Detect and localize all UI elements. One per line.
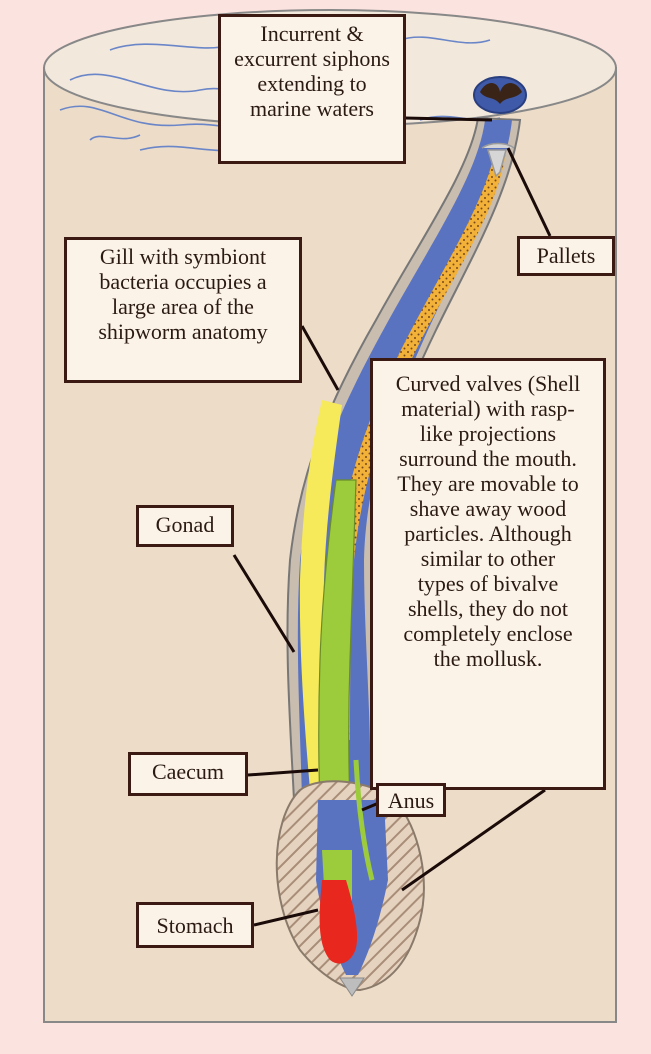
label-caecum: Caecum bbox=[128, 752, 248, 796]
label-siphons-line-4: marine waters bbox=[227, 96, 397, 121]
label-gill-line-2: bacteria occupies a bbox=[73, 269, 293, 294]
label-siphons-line-2: excurrent siphons bbox=[227, 46, 397, 71]
label-valves-line-1: Curved valves (Shell bbox=[379, 371, 597, 396]
label-siphons-line-1: Incurrent & bbox=[227, 21, 397, 46]
label-valves-line-9: types of bivalve bbox=[379, 571, 597, 596]
label-valves: Curved valves (Shell material) with rasp… bbox=[370, 358, 606, 790]
label-valves-line-10: shells, they do not bbox=[379, 596, 597, 621]
label-valves-line-12: the mollusk. bbox=[379, 646, 597, 671]
label-siphons-line-3: extending to bbox=[227, 71, 397, 96]
label-valves-line-4: surround the mouth. bbox=[379, 446, 597, 471]
label-valves-line-6: shave away wood bbox=[379, 496, 597, 521]
label-anus: Anus bbox=[376, 783, 446, 817]
label-gonad-text: Gonad bbox=[145, 512, 225, 537]
label-gill: Gill with symbiont bacteria occupies a l… bbox=[64, 237, 302, 383]
label-valves-line-11: completely enclose bbox=[379, 621, 597, 646]
label-caecum-text: Caecum bbox=[137, 759, 239, 784]
label-pallets-text: Pallets bbox=[526, 243, 606, 268]
label-stomach: Stomach bbox=[136, 902, 254, 948]
label-stomach-text: Stomach bbox=[145, 913, 245, 938]
label-valves-line-7: particles. Although bbox=[379, 521, 597, 546]
label-valves-line-2: material) with rasp- bbox=[379, 396, 597, 421]
label-gill-line-1: Gill with symbiont bbox=[73, 244, 293, 269]
label-gill-line-3: large area of the bbox=[73, 294, 293, 319]
label-siphons: Incurrent & excurrent siphons extending … bbox=[218, 14, 406, 164]
label-valves-line-5: They are movable to bbox=[379, 471, 597, 496]
label-gonad: Gonad bbox=[136, 505, 234, 547]
label-valves-line-8: similar to other bbox=[379, 546, 597, 571]
label-anus-text: Anus bbox=[383, 788, 439, 813]
label-gill-line-4: shipworm anatomy bbox=[73, 319, 293, 344]
label-valves-line-3: like projections bbox=[379, 421, 597, 446]
label-pallets: Pallets bbox=[517, 236, 615, 276]
